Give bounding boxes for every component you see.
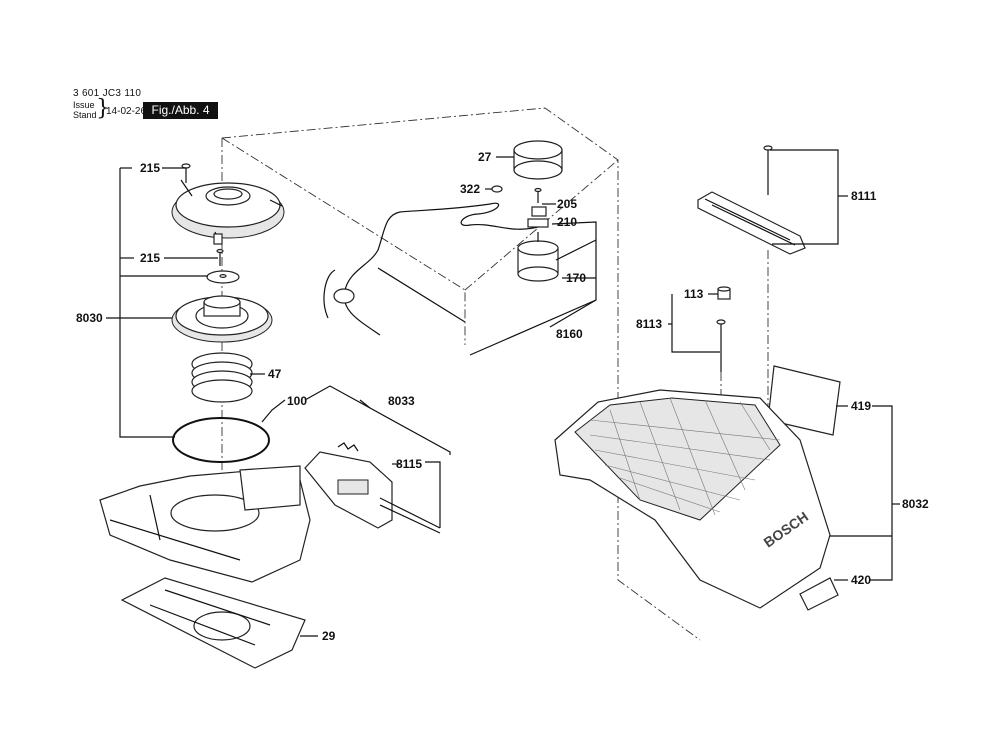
stand-label: Stand [73, 110, 97, 120]
callout-205: 205 [557, 197, 577, 211]
long-screw-8111 [763, 145, 773, 195]
document-number: 3 601 JC3 110 [73, 88, 142, 99]
callout-210: 210 [557, 215, 577, 229]
callout-47: 47 [268, 367, 282, 381]
callout-8030: 8030 [76, 311, 103, 325]
callout-170: 170 [566, 271, 586, 285]
clamp-210 [527, 206, 549, 228]
callout-8032: 8032 [902, 497, 929, 511]
callout-29: 29 [322, 629, 336, 643]
screw-215-top [181, 163, 191, 183]
callout-215-lower: 215 [140, 251, 160, 265]
nut-322 [491, 185, 503, 193]
capacitor-170 [517, 232, 559, 282]
callout-419: 419 [851, 399, 871, 413]
screw-215-lower [216, 248, 224, 266]
washer [206, 270, 240, 284]
callout-322: 322 [460, 182, 480, 196]
base-plate-29 [120, 577, 306, 669]
callout-215-top: 215 [140, 161, 160, 175]
issue-date: 14-02-26 [106, 106, 147, 117]
callout-420: 420 [851, 573, 871, 587]
screw-205 [534, 187, 542, 203]
issue-brace: } [96, 96, 110, 121]
vent-grid [589, 397, 781, 516]
leader-lines [106, 149, 900, 637]
label-419 [767, 365, 841, 436]
callout-8111: 8111 [851, 189, 877, 203]
o-ring-100 [172, 417, 270, 463]
issue-label: Issue [73, 100, 95, 110]
bearing-plate [171, 295, 273, 343]
callout-8033: 8033 [388, 394, 415, 408]
callout-8115: 8115 [396, 457, 422, 471]
callout-100: 100 [287, 394, 307, 408]
cap-113 [717, 286, 731, 300]
bearing-cover [171, 179, 285, 245]
callout-labels: 215 215 8030 47 100 8033 8115 29 27 322 … [76, 150, 929, 643]
label-420 [799, 577, 839, 611]
spring-47 [191, 352, 253, 403]
switch-slider-8115 [304, 442, 441, 534]
callout-113: 113 [684, 287, 704, 301]
cap-27 [513, 140, 563, 180]
cable-assembly [323, 202, 543, 336]
handle-grip-8111 [697, 191, 806, 255]
callout-27: 27 [478, 150, 492, 164]
housing-top-8032: BOSCH [554, 389, 831, 609]
callout-8160: 8160 [556, 327, 583, 341]
callout-8113: 8113 [636, 317, 662, 331]
motor-housing-lower [99, 465, 311, 583]
figure-label: Fig./Abb. 4 [143, 102, 218, 119]
